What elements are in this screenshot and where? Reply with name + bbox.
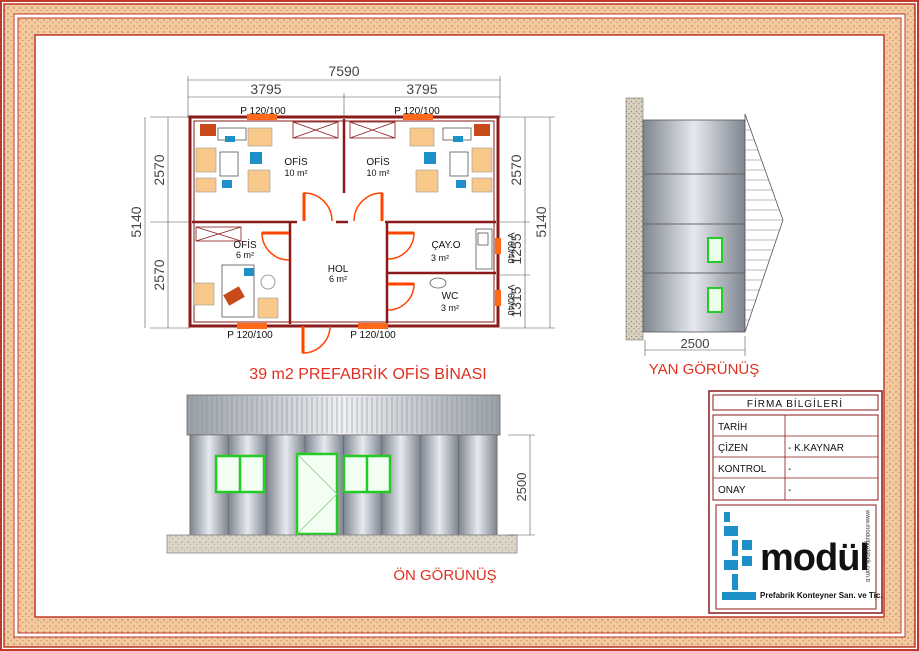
modul-logo-icon bbox=[722, 512, 756, 600]
dim-right-cay: 1255 bbox=[508, 233, 524, 264]
row-label-onay: ONAY bbox=[718, 485, 746, 496]
foundation bbox=[166, 534, 518, 554]
row-label-kontrol: KONTROL bbox=[718, 464, 767, 475]
dim-left-upper: 2570 bbox=[151, 154, 167, 185]
front-view-label: ÖN GÖRÜNÜŞ bbox=[393, 566, 496, 584]
wall-panel bbox=[419, 434, 459, 536]
wc-basin bbox=[429, 277, 447, 289]
room-label-office-2: OFİS bbox=[366, 155, 390, 168]
room-area-office-3: 6 m² bbox=[236, 250, 254, 260]
label-window-bottom-left: P 120/100 bbox=[227, 330, 273, 341]
dim-overall-width: 7590 bbox=[328, 63, 359, 79]
kitchen-counter bbox=[475, 228, 493, 270]
dim-right-wc: 1315 bbox=[508, 286, 524, 317]
side-view: 2500 YAN GÖRÜNÜŞ bbox=[625, 97, 784, 378]
side-window-1 bbox=[707, 237, 723, 263]
front-door bbox=[295, 452, 339, 536]
room-area-cay: 3 m² bbox=[431, 253, 449, 263]
office-3-furniture bbox=[193, 264, 279, 319]
plan-title: 39 m2 PREFABRİK OFİS BİNASI bbox=[249, 364, 486, 383]
side-window-2 bbox=[707, 287, 723, 313]
title-block: FİRMA BİLGİLERİ TARİH ÇİZEN - K.KAYNAR K… bbox=[708, 390, 883, 614]
office-2-furniture bbox=[409, 124, 493, 193]
label-window-cay: V 60/40 bbox=[506, 232, 516, 263]
front-window-left bbox=[214, 454, 266, 494]
room-label-office-3: OFİS bbox=[233, 238, 257, 251]
room-area-hol: 6 m² bbox=[329, 274, 347, 284]
title-block-heading: FİRMA BİLGİLERİ bbox=[747, 397, 843, 410]
side-view-width: 2500 bbox=[681, 336, 710, 351]
office-1-furniture bbox=[195, 124, 273, 193]
row-value-onay: - bbox=[788, 485, 791, 496]
dim-right-upper: 2570 bbox=[508, 154, 524, 185]
row-label-cizen: ÇİZEN bbox=[718, 441, 748, 454]
room-area-office-1: 10 m² bbox=[284, 168, 307, 178]
logo-brand: modül bbox=[760, 537, 869, 579]
front-view: 2500 ÖN GÖRÜNÜŞ bbox=[166, 394, 535, 584]
dim-left-width: 3795 bbox=[250, 81, 281, 97]
label-window-top-left: P 120/100 bbox=[240, 106, 286, 117]
room-area-wc: 3 m² bbox=[441, 303, 459, 313]
sink bbox=[477, 232, 489, 246]
floor-plan: 7590 3795 3795 5140 2570 2570 2570 1255 … bbox=[128, 63, 555, 383]
wall-panel bbox=[458, 434, 498, 536]
row-label-tarih: TARİH bbox=[718, 420, 747, 433]
room-area-office-2: 10 m² bbox=[366, 168, 389, 178]
front-view-height: 2500 bbox=[514, 473, 529, 502]
logo-url: www.modulprefabrik.com.tr bbox=[864, 509, 870, 582]
front-window-right bbox=[342, 454, 392, 494]
label-window-top-right: P 120/100 bbox=[394, 106, 440, 117]
dim-depth-right: 5140 bbox=[533, 206, 549, 237]
row-value-kontrol: - bbox=[788, 464, 791, 475]
room-label-wc: WC bbox=[442, 291, 459, 302]
label-window-bottom-right: P 120/100 bbox=[350, 330, 396, 341]
label-window-wc: V 60/40 bbox=[506, 284, 516, 315]
side-view-label: YAN GÖRÜNÜŞ bbox=[649, 360, 760, 378]
logo-tagline: Prefabrik Konteyner San. ve Tic. bbox=[760, 591, 883, 600]
room-label-hol: HOL bbox=[328, 264, 349, 275]
room-label-cay: ÇAY.O bbox=[431, 240, 460, 251]
dim-right-width: 3795 bbox=[406, 81, 437, 97]
row-value-cizen: - K.KAYNAR bbox=[788, 443, 844, 454]
dim-depth-left: 5140 bbox=[128, 206, 144, 237]
room-label-office-1: OFİS bbox=[284, 155, 308, 168]
dim-left-lower: 2570 bbox=[151, 259, 167, 290]
